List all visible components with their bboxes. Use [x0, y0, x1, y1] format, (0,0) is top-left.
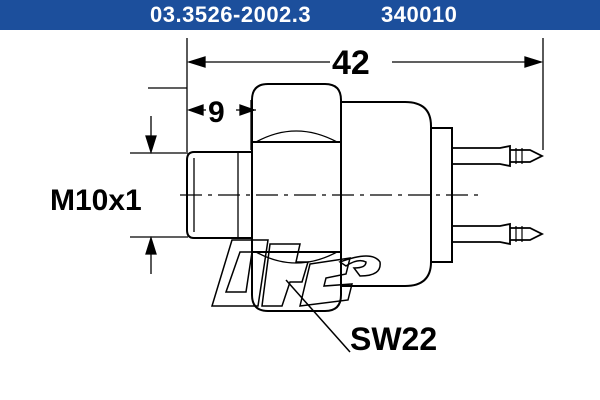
thread-diameter-dimension [130, 116, 188, 274]
thread-size-label: M10x1 [50, 184, 142, 217]
part-number: 03.3526-2002.3 [150, 2, 312, 27]
ate-watermark-logo [210, 239, 381, 307]
header-bar: 03.3526-2002.3 340010 [0, 0, 600, 30]
thread-length-dimension [148, 87, 256, 150]
overall-length-dimension [186, 38, 544, 152]
overall-length-label: 42 [332, 44, 370, 82]
reference-number: 340010 [381, 2, 458, 27]
hex-body [251, 83, 342, 312]
technical-drawing: 42 9 M10x1 [50, 38, 545, 357]
thread-length-label: 9 [208, 96, 225, 129]
rear-housing [341, 101, 453, 287]
wrench-size-leader [285, 279, 351, 353]
wrench-size-label: SW22 [350, 321, 437, 357]
threaded-stud [186, 151, 252, 239]
terminal-pins [452, 144, 545, 246]
